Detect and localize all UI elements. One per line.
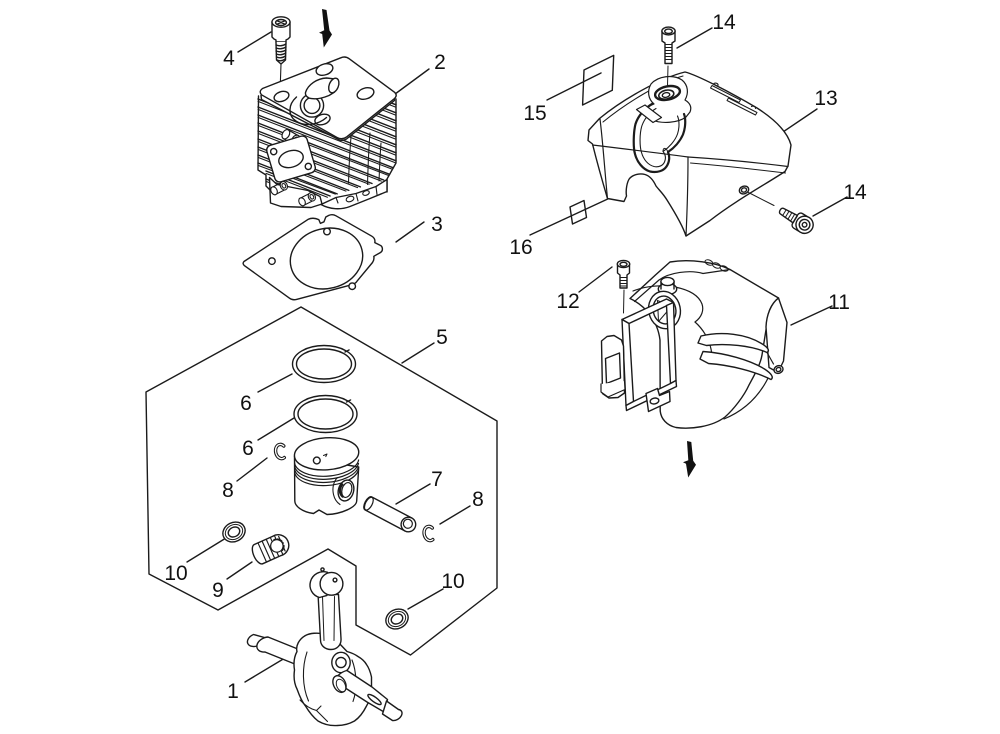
svg-text:10: 10 — [164, 562, 187, 585]
svg-text:6: 6 — [242, 437, 254, 460]
svg-text:3: 3 — [431, 213, 443, 236]
svg-text:13: 13 — [814, 87, 837, 110]
svg-text:10: 10 — [441, 570, 464, 593]
svg-text:15: 15 — [523, 102, 546, 125]
svg-text:8: 8 — [222, 479, 234, 502]
svg-text:14: 14 — [712, 11, 736, 34]
svg-text:8: 8 — [472, 488, 484, 511]
svg-text:11: 11 — [828, 291, 850, 314]
svg-text:5: 5 — [436, 326, 448, 349]
svg-text:6: 6 — [240, 392, 252, 415]
svg-text:12: 12 — [556, 290, 579, 313]
svg-text:4: 4 — [223, 47, 235, 70]
svg-text:1: 1 — [227, 680, 239, 703]
svg-text:16: 16 — [509, 236, 532, 259]
svg-text:9: 9 — [212, 579, 224, 602]
svg-text:7: 7 — [431, 468, 443, 491]
svg-text:2: 2 — [434, 51, 446, 74]
svg-text:14: 14 — [843, 181, 867, 204]
